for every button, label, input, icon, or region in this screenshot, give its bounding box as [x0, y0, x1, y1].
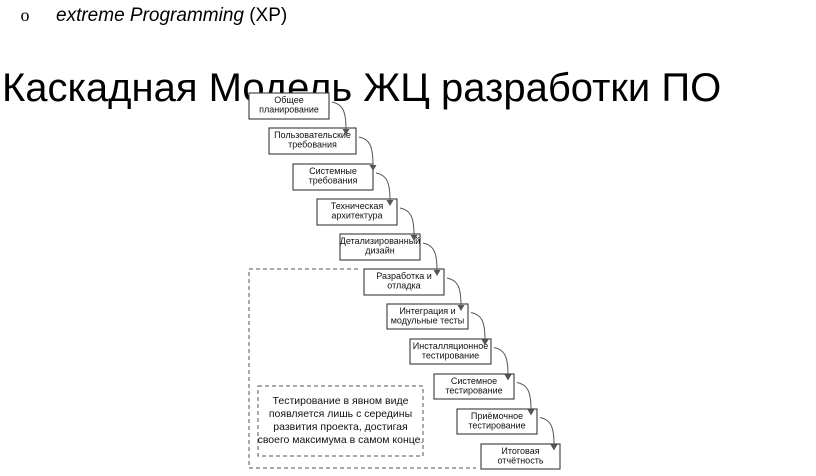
stage-box-border: [409, 338, 492, 365]
stage-label-line: архитектура: [331, 211, 382, 221]
flow-arrow-curve: [375, 172, 391, 201]
flow-arrow: [539, 417, 558, 451]
testing-note-line: Тестирование в явном виде: [273, 395, 409, 407]
testing-dashed-bracket: [248, 268, 476, 469]
bullet-marker: o: [20, 5, 30, 25]
flow-arrow-head: [481, 339, 489, 346]
testing-note-line: развития проекта, достигая: [273, 421, 407, 433]
stage-label-line: требования: [309, 176, 358, 186]
stage-label-line: Детализированный: [340, 236, 420, 246]
stage-label-line: тестирование: [445, 386, 502, 396]
stage-box-border: [268, 127, 357, 155]
testing-note-line: своего максимума в самом конце.: [258, 434, 424, 446]
stage-label-line: планирование: [259, 105, 319, 115]
stage-box-border: [316, 198, 398, 226]
stage-label-line: Системные: [309, 166, 357, 176]
flow-arrow: [358, 136, 377, 171]
flow-arrow-head: [504, 374, 512, 381]
flow-arrow-curve: [493, 347, 509, 375]
flow-arrow-curve: [422, 242, 438, 271]
stage-label-line: тестирование: [422, 351, 479, 361]
stage-label-line: дизайн: [365, 246, 394, 256]
flow-arrow-head: [527, 409, 535, 416]
bullet-emphasis: extreme Programming: [56, 5, 244, 26]
stage-label-line: модульные тесты: [391, 316, 465, 326]
stage-label-line: требования: [288, 140, 337, 150]
flow-arrow-curve: [470, 312, 486, 340]
flow-arrow: [470, 312, 489, 346]
stage-box-border: [248, 92, 330, 120]
flow-arrow: [422, 242, 441, 276]
stage-label-line: Итоговая: [501, 446, 539, 456]
stage-box-border: [433, 373, 515, 400]
stage-box-border: [363, 268, 445, 296]
stage-label-line: отладка: [387, 281, 420, 291]
flow-arrow-curve: [516, 382, 532, 410]
flow-arrow-curve: [358, 136, 374, 166]
bullet-suffix: (XP): [243, 5, 288, 26]
testing-note-box: [257, 385, 424, 457]
flow-arrow: [446, 277, 465, 311]
stage-label-line: Приёмочное: [471, 411, 523, 421]
flow-arrow-head: [410, 235, 418, 241]
flow-arrow-curve: [446, 277, 462, 306]
stage-label-line: Разработка и: [376, 271, 432, 281]
flow-arrow-head: [457, 305, 465, 311]
testing-note-line: появляется лишь с середины: [269, 408, 412, 420]
flow-arrow-curve: [399, 207, 415, 236]
flow-arrow-head: [386, 200, 394, 206]
stage-box-border: [292, 163, 374, 191]
stage-box-border: [480, 443, 561, 470]
stage-label-line: тестирование: [468, 421, 525, 431]
flow-arrow-curve: [331, 101, 347, 130]
slide-title: Каскадная Модель ЖЦ разработки ПО: [2, 65, 722, 110]
stage-label-line: Системное: [451, 376, 497, 386]
stage-label-line: Инсталляционное: [413, 341, 488, 351]
flow-arrow-curve: [539, 417, 555, 445]
flow-arrow-head: [342, 129, 350, 135]
stage-box-border: [386, 303, 469, 330]
flow-arrow: [331, 101, 350, 135]
flow-arrow-head: [369, 165, 377, 171]
arrows-layer: [331, 101, 558, 451]
stage-box-border: [456, 408, 538, 435]
flow-arrow: [375, 172, 394, 206]
bullet-item: o extreme Programming (XP): [18, 2, 288, 29]
stage-label-line: Интеграция и: [399, 306, 455, 316]
flow-arrow-head: [550, 444, 558, 451]
stage-label-line: Техническая: [331, 201, 384, 211]
flow-arrow: [399, 207, 418, 241]
flow-arrow: [493, 347, 512, 381]
stage-label-line: Пользовательские: [274, 130, 351, 140]
stage-box-border: [339, 233, 421, 261]
stage-label-line: отчётность: [497, 456, 543, 466]
flow-arrow: [516, 382, 535, 416]
flow-arrow-head: [433, 270, 441, 276]
stages-layer: ОбщеепланированиеПользовательскиетребова…: [248, 92, 561, 470]
stage-label-line: Общее: [274, 95, 303, 105]
